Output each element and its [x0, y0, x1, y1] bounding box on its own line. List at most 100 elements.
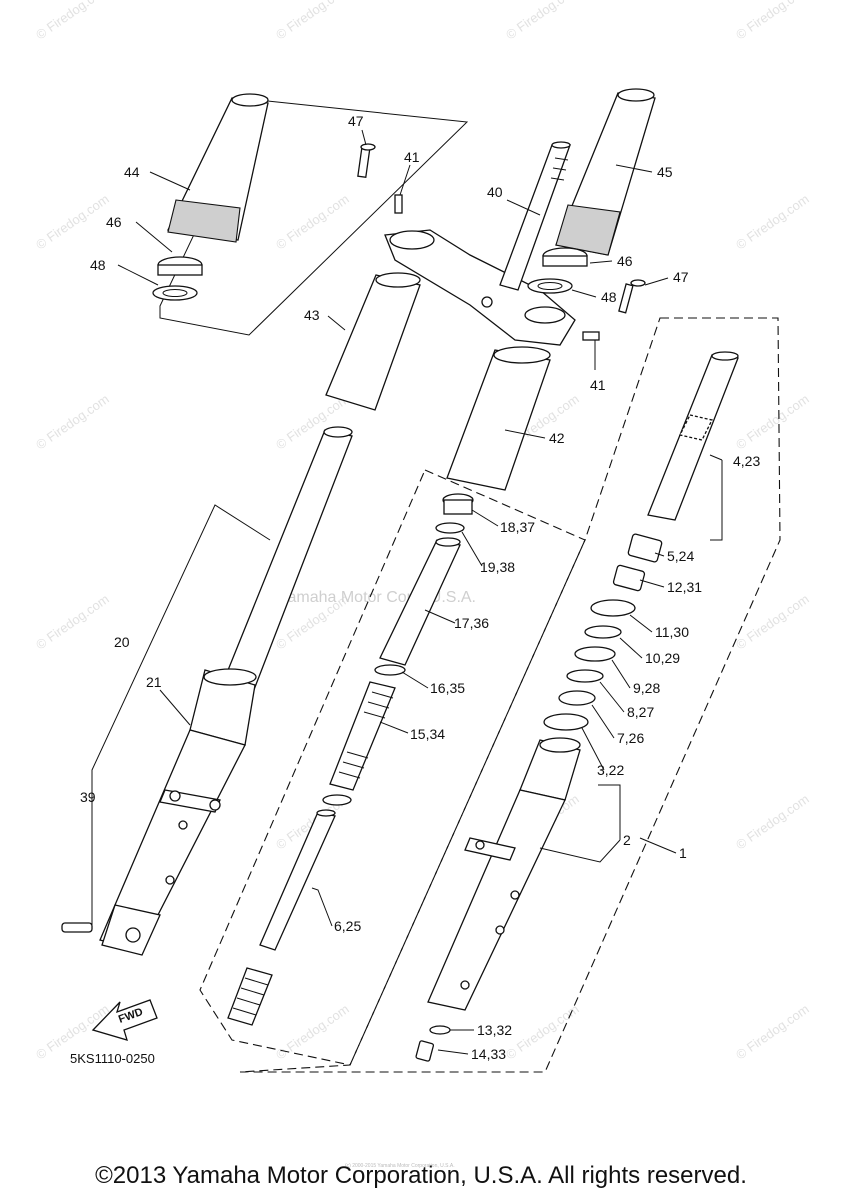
- callout-11-30: 11,30: [655, 624, 689, 640]
- callout-17-36: 17,36: [454, 615, 489, 631]
- upper-bracket-group: [357, 141, 600, 346]
- spring-15: [329, 681, 396, 791]
- callout-46-right: 46: [617, 253, 633, 269]
- leader-45: [615, 164, 653, 173]
- leader-6: [311, 887, 333, 927]
- washer-8: [566, 669, 604, 683]
- watermark-site: © Firedog.com: [733, 591, 812, 652]
- leader-21: [159, 689, 191, 726]
- group-outline-damper: [199, 469, 586, 1066]
- callout-6-25: 6,25: [334, 918, 361, 934]
- fork-cover-44-lower: [167, 199, 241, 243]
- leader-lines: [91, 129, 723, 1055]
- forward-direction-arrow: FWD: [91, 999, 158, 1041]
- leader-3: [581, 727, 605, 771]
- dust-seal-7: [558, 690, 596, 706]
- watermark-site: © Firedog.com: [273, 1001, 352, 1062]
- upper-bracket-center-hole: [481, 296, 493, 308]
- watermark-site: © Firedog.com: [33, 391, 112, 452]
- bushing-12: [612, 564, 646, 592]
- outer-tube-2: [427, 789, 566, 1011]
- damper-rod-6-top: [316, 809, 336, 817]
- bolt-47-left: [357, 145, 371, 178]
- fork-cover-right-group: [527, 88, 656, 314]
- callout-19-38: 19,38: [480, 559, 515, 575]
- axle-bracket-left-hole: [169, 790, 181, 802]
- leader-9: [611, 659, 631, 689]
- inner-tube-20: [219, 429, 353, 701]
- leader-47-right: [644, 277, 669, 286]
- steering-stem-40: [499, 144, 571, 291]
- leader-46-right: [589, 260, 613, 264]
- callout-12-31: 12,31: [667, 579, 702, 595]
- callout-14-33: 14,33: [471, 1046, 506, 1062]
- watermark-small-copyright: (c) 2000-2015 Yamaha Motor Corporation, …: [345, 1163, 455, 1169]
- upper-bracket-left-hole: [389, 230, 435, 250]
- washer-46-right-body: [542, 255, 588, 267]
- leader-41-top: [399, 164, 411, 196]
- callout-10-29: 10,29: [645, 650, 680, 666]
- leader-5: [654, 552, 665, 557]
- leader-44: [149, 171, 191, 191]
- watermark-site: © Firedog.com: [503, 1001, 582, 1062]
- piston-ring: [322, 794, 352, 806]
- callout-9-28: 9,28: [633, 680, 660, 696]
- inner-tube-4-break: [679, 414, 713, 441]
- leader-47-left: [361, 129, 367, 146]
- callout-20: 20: [114, 634, 130, 650]
- fork-cover-45-lower: [555, 204, 621, 256]
- callout-44: 44: [124, 164, 140, 180]
- steering-stem-40-top: [551, 141, 571, 149]
- callout-18-37: 18,37: [500, 519, 535, 535]
- callout-7-26: 7,26: [617, 730, 644, 746]
- steering-stem-40-thread: [550, 157, 569, 181]
- leader-40: [506, 199, 541, 216]
- callout-4-23: 4,23: [733, 453, 760, 469]
- washer-13: [429, 1025, 451, 1035]
- leader-43: [327, 315, 346, 331]
- callout-48-left: 48: [90, 257, 106, 273]
- axle-bracket-right-hole: [209, 799, 221, 811]
- oil-seal-11: [590, 599, 636, 617]
- inner-tube-4-top: [711, 351, 739, 361]
- callout-45: 45: [657, 164, 673, 180]
- cover-tube-43-top: [375, 272, 421, 288]
- leader-15: [379, 721, 409, 734]
- callout-48-right: 48: [601, 289, 617, 305]
- callout-labels: 44 46 48 47 41 40 45 46 48 47 41 43 42 1…: [80, 113, 760, 1062]
- callout-16-35: 16,35: [430, 680, 465, 696]
- leader-19: [461, 531, 483, 567]
- group-outline-right: [239, 317, 781, 1073]
- callout-13-32: 13,32: [477, 1022, 512, 1038]
- fork-cover-left-group: [152, 93, 469, 336]
- spacer-17-top: [435, 537, 461, 547]
- bolt-14: [415, 1040, 435, 1062]
- caliper-mount-lower: [165, 875, 175, 885]
- watermark-site: © Firedog.com: [733, 191, 812, 252]
- callout-46-left: 46: [106, 214, 122, 230]
- watermark-site: © Firedog.com: [33, 591, 112, 652]
- cover-tube-42-top: [493, 346, 551, 364]
- axle-hole-left: [125, 927, 141, 943]
- leader-17: [424, 609, 456, 624]
- callout-41-top: 41: [404, 149, 420, 165]
- copyright-footer: ©2013 Yamaha Motor Corporation, U.S.A. A…: [95, 1162, 747, 1189]
- drain-hole: [460, 980, 470, 990]
- axle-bracket-right-hole: [475, 840, 485, 850]
- outer-tube-21-top: [203, 668, 257, 686]
- circlip-10: [584, 625, 622, 639]
- leader-48-right: [571, 289, 597, 298]
- leader-2: [539, 784, 621, 863]
- leader-1: [639, 837, 677, 854]
- caliper-mount-upper: [178, 820, 188, 830]
- callout-15-34: 15,34: [410, 726, 445, 742]
- watermark-site: © Firedog.com: [733, 0, 812, 42]
- callout-39: 39: [80, 789, 96, 805]
- rebound-spring: [227, 967, 273, 1026]
- watermark-site: © Firedog.com: [733, 791, 812, 852]
- callout-42: 42: [549, 430, 565, 446]
- washer-48-left: [152, 285, 198, 301]
- o-ring-19: [435, 522, 465, 534]
- leader-11: [629, 614, 653, 633]
